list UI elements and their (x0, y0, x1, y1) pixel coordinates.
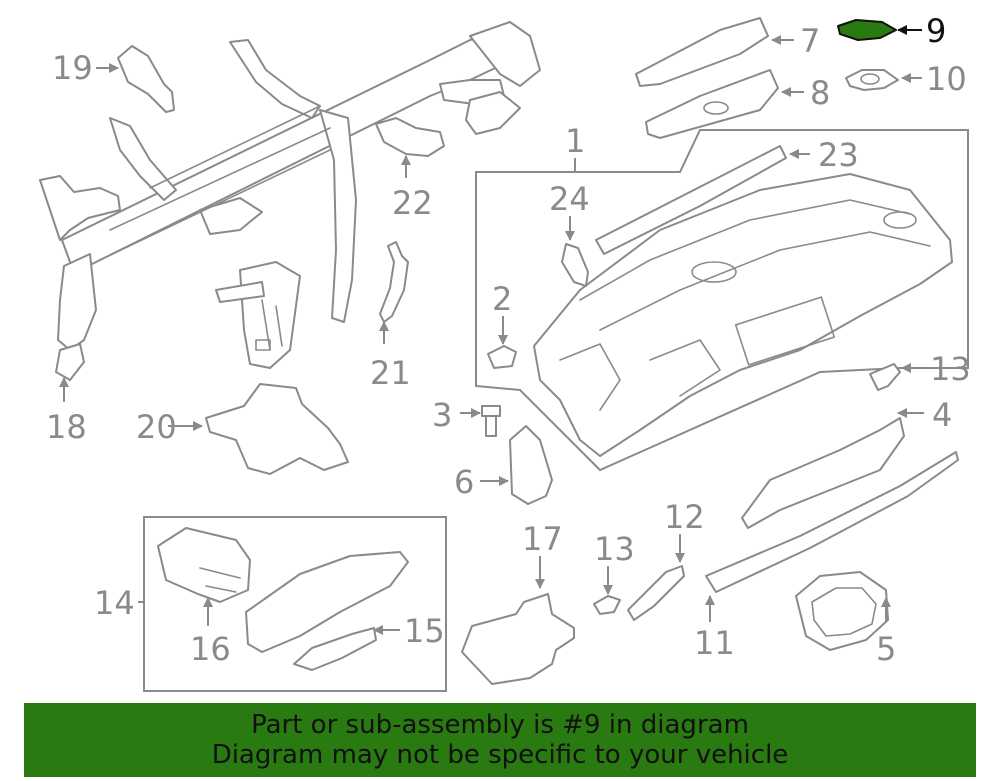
callout-12: 12 (664, 498, 705, 536)
part-12-strip (627, 565, 685, 621)
part-15-glovebox-door (245, 551, 409, 671)
callout-16: 16 (190, 630, 231, 668)
callout-3: 3 (432, 396, 452, 434)
part-8-trim (645, 69, 779, 139)
callout-13-upper: 13 (930, 350, 971, 388)
part-16-glovebox (157, 527, 251, 603)
banner-line-1: Part or sub-assembly is #9 in diagram (251, 710, 749, 740)
callout-13-lower: 13 (594, 530, 635, 568)
dashboard-assembly-frame (475, 129, 969, 472)
callout-23: 23 (818, 136, 859, 174)
part-11-strip (705, 451, 959, 593)
callout-2: 2 (492, 280, 512, 318)
callout-20: 20 (136, 408, 177, 446)
part-24-vent (561, 243, 589, 287)
part-17-panel (461, 593, 575, 685)
banner-line-2: Diagram may not be specific to your vehi… (211, 740, 789, 770)
callout-6: 6 (454, 463, 474, 501)
callout-8: 8 (810, 74, 830, 112)
callout-18: 18 (46, 408, 87, 446)
callout-4: 4 (932, 396, 952, 434)
callout-15: 15 (404, 612, 445, 650)
parts-diagram: 19 7 9 10 8 23 1 22 24 2 21 13 18 20 3 4… (39, 12, 971, 692)
part-23-trim (595, 145, 787, 255)
callout-7: 7 (800, 22, 820, 60)
part-4-panel (741, 417, 905, 529)
leader-lines (59, 25, 928, 635)
callout-10: 10 (926, 60, 967, 98)
glovebox-assembly-frame (143, 516, 447, 692)
part-20-bracket (205, 383, 349, 475)
callout-14: 14 (94, 584, 135, 622)
callout-22: 22 (392, 184, 433, 222)
callout-labels: 19 7 9 10 8 23 1 22 24 2 21 13 18 20 3 4… (46, 12, 971, 668)
callout-24: 24 (549, 180, 590, 218)
part-1-dashboard (533, 173, 953, 457)
part-6-trim (509, 425, 553, 505)
cross-car-beam (39, 21, 541, 381)
part-19-bracket (117, 45, 175, 113)
callout-19: 19 (52, 49, 93, 87)
part-22-bracket (375, 117, 445, 157)
callout-11: 11 (694, 624, 735, 662)
part-9-highlighted (837, 19, 897, 41)
part-2-clip (487, 345, 517, 369)
callout-1: 1 (565, 122, 585, 160)
part-13-clip-lower (593, 595, 621, 615)
notice-banner: Part or sub-assembly is #9 in diagram Di… (24, 703, 976, 777)
callout-9: 9 (926, 12, 946, 50)
part-10-cover (845, 69, 899, 91)
part-7-trim (635, 17, 769, 87)
part-21-bracket (379, 241, 409, 323)
part-13-clip-upper (869, 363, 901, 391)
callout-17: 17 (522, 520, 563, 558)
callout-5: 5 (876, 630, 896, 668)
callout-21: 21 (370, 354, 411, 392)
part-3-bolt (481, 405, 501, 437)
